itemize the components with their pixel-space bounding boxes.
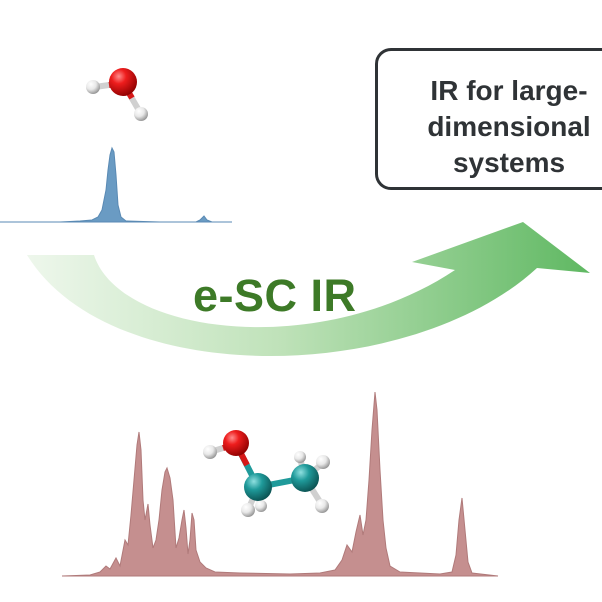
callout-text: IR for large- dimensional systems: [414, 73, 602, 181]
carbon-atom: [291, 464, 319, 492]
large-spectrum: [61, 391, 499, 577]
oxygen-atom: [109, 68, 137, 96]
oxygen-atom: [223, 430, 249, 456]
carbon-atom: [244, 473, 272, 501]
method-label: e-SC IR: [193, 270, 357, 321]
hydrogen-atom: [255, 500, 267, 512]
curved-arrow: [27, 222, 590, 357]
hydrogen-atom: [203, 445, 217, 459]
hydrogen-atom: [316, 455, 330, 469]
callout-line-3: systems: [452, 147, 566, 178]
ethanol-molecule: [203, 430, 330, 517]
small-spectrum: [0, 146, 232, 223]
hydrogen-atom: [315, 499, 329, 513]
water-molecule: [86, 68, 148, 121]
hydrogen-atom: [241, 503, 255, 517]
callout-box: IR for large- dimensional systems: [375, 48, 602, 190]
callout-line-2: dimensional: [427, 111, 591, 142]
hydrogen-atom: [86, 80, 100, 94]
hydrogen-atom: [134, 107, 148, 121]
callout-line-1: IR for large-: [430, 75, 588, 106]
hydrogen-atom: [294, 451, 306, 463]
